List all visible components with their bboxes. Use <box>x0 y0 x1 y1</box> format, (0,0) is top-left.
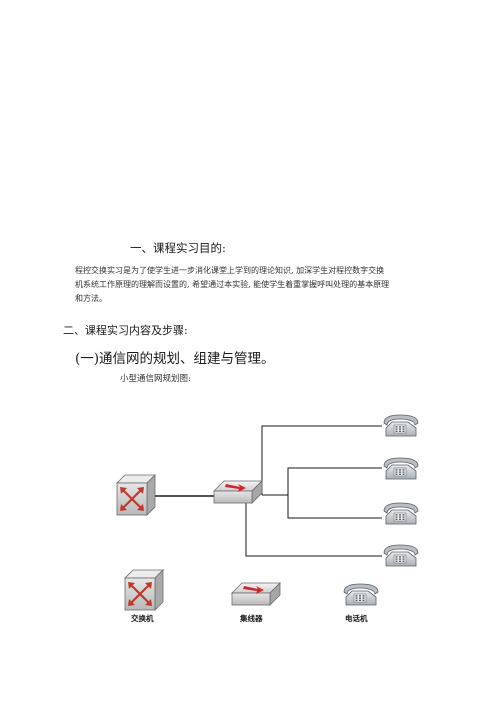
legend-phone-label: 电话机 <box>345 613 368 623</box>
paragraph-line: 程控交换实习是为了使学生进一步消化课堂上学到的理论知识, 加深学生对程控数字交换 <box>75 266 385 275</box>
hub-phone-2-link <box>262 467 382 496</box>
legend-switch-label: 交换机 <box>131 613 154 623</box>
hub-icon <box>213 480 263 504</box>
telephone-icon <box>383 457 419 480</box>
telephone-icon <box>383 502 419 525</box>
legend-hub-icon <box>231 582 281 606</box>
paragraph-line: 机系统工作原理的理解而设置的, 希望通过本实验, 能使学生着重掌握呼叫处理的基本… <box>75 280 390 289</box>
hub-phone-3-link <box>262 494 382 519</box>
section-1-heading: 一、课程实习目的: <box>130 241 226 255</box>
section-2-heading: 二、课程实习内容及步骤: <box>63 324 188 337</box>
legend-hub-label: 集线器 <box>239 613 263 623</box>
hub-phone-1-link <box>261 425 382 495</box>
legend-telephone-icon <box>343 583 379 606</box>
telephone-icon <box>383 544 419 567</box>
purpose-paragraph: 程控交换实习是为了使学生进一步消化课堂上学到的理论知识, 加深学生对程控数字交换… <box>75 264 427 306</box>
legend: 交换机 集线器 电话机 <box>123 568 379 623</box>
subsection-heading: (一)通信网的规划、组建与管理。 <box>75 351 275 367</box>
telephone-icon <box>383 414 419 437</box>
switch-icon <box>115 473 157 517</box>
legend-switch-icon <box>123 568 165 612</box>
paragraph-line: 和方法。 <box>75 294 107 303</box>
diagram-caption: 小型通信网规划图: <box>120 374 191 384</box>
hub-phone-4-link <box>245 502 382 557</box>
connection-lines <box>155 425 382 557</box>
